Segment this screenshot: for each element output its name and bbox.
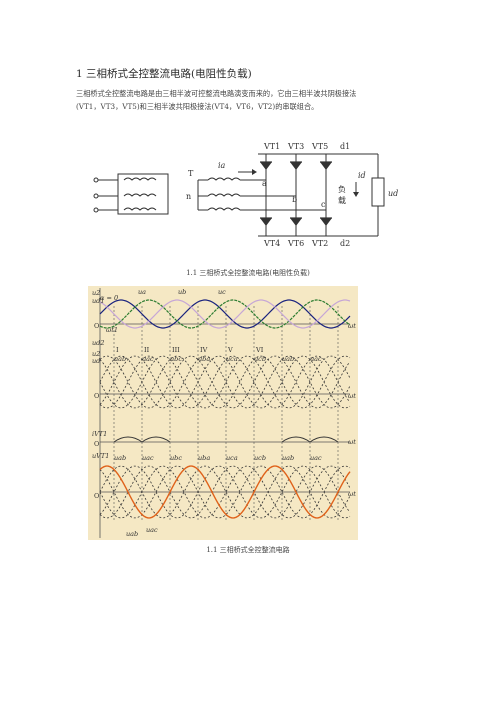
wf-mid-ucb: ucb (254, 454, 266, 462)
label-vt5: VT5 (311, 142, 328, 151)
section-title: 1 三相桥式全控整流电路(电阻性负载) (76, 68, 252, 80)
wf-label-origin-3: O (94, 440, 99, 448)
wf-label-ua: ua (138, 288, 146, 296)
wf-label-uc: uc (218, 288, 226, 296)
figure1-caption: 1.1 三相桥式全控整流电路(电阻性负载) (186, 269, 310, 277)
wave-uvt-1 (99, 465, 351, 519)
wave-ua (99, 299, 351, 329)
wf-mid-uca: uca (226, 454, 238, 462)
wf-label-wt1: ωt1 (106, 326, 118, 334)
wf-bot-uab: uab (126, 530, 138, 538)
label-vt6: VT6 (287, 239, 304, 248)
paragraph-line-1: 三相桥式全控整流电路是由三相半波可控整流电路演变而来的，它由三相半波共阴极接法 (76, 89, 357, 98)
wave-uvt1-orange (99, 465, 351, 519)
wf-label-origin-1: O (94, 322, 99, 330)
wf-top-uac: uac (142, 355, 154, 363)
wf-bot-uac: uac (146, 526, 158, 534)
wave-line-5 (99, 355, 351, 409)
wf-mid-uac2: uac (310, 454, 322, 462)
label-d2: d2 (340, 239, 350, 248)
wf-top-uab: uab (114, 355, 126, 363)
wf-top-ubc: ubc (170, 355, 182, 363)
label-node-b: b (292, 195, 297, 204)
intro-paragraph: 三相桥式全控整流电路是由三相半波可控整流电路演变而来的，它由三相半波共阴极接法 … (76, 87, 428, 113)
rectifier-waveforms: u2 ud1 α = 0 ua ub uc O ωt1 ωt ud2 u2 ud… (88, 286, 358, 540)
label-vt3: VT3 (287, 142, 304, 151)
wf-top-uba: uba (198, 355, 210, 363)
wf-mid-uab2: uab (282, 454, 294, 462)
wf-mid-uac: uac (142, 454, 154, 462)
wf-top-uac2: uac (310, 355, 322, 363)
wave-ivt1-pulse-3 (281, 436, 311, 443)
wf-label-ud: ud (92, 357, 100, 365)
wf-stage-4: IV (200, 346, 208, 354)
wf-label-ud1: ud1 (92, 297, 104, 305)
wave-ivt1-pulse-2 (141, 436, 171, 443)
wf-top-ucb: ucb (254, 355, 266, 363)
wave-uvt-6 (99, 465, 351, 519)
wf-label-origin-4: O (94, 492, 99, 500)
wf-label-wt-1: ωt (348, 322, 356, 330)
wf-top-uca: uca (226, 355, 238, 363)
wf-label-u2b: u2 (92, 350, 100, 358)
wave-ivt1-pulse-4 (309, 436, 339, 443)
label-load-1: 负 (338, 184, 346, 194)
label-load-2: 载 (338, 195, 346, 205)
label-transformer: T (188, 169, 194, 178)
wf-stage-1: I (116, 346, 119, 354)
wave-line-3 (99, 355, 351, 409)
label-node-a: a (262, 179, 267, 188)
wf-label-ub: ub (178, 288, 186, 296)
wave-line-6 (99, 355, 351, 409)
wave-line-1 (99, 355, 351, 409)
wf-label-origin-2: O (94, 392, 99, 400)
wave-ivt1-pulse-1 (113, 436, 143, 443)
wave-uvt-4 (99, 465, 351, 519)
label-vt2: VT2 (311, 239, 328, 248)
wave-ub (99, 299, 351, 329)
wf-mid-uba: uba (198, 454, 210, 462)
wave-uvt-5 (99, 465, 351, 519)
paragraph-line-2: (VT1，VT3，VT5)和三相半波共阳极接法(VT4，VT6，VT2)的串联组… (76, 102, 319, 111)
wf-label-wt-2: ωt (348, 392, 356, 400)
wf-stage-2: II (144, 346, 150, 354)
wf-label-uvt1: uVT1 (92, 452, 109, 460)
label-vt4: VT4 (263, 239, 280, 248)
label-ia: ia (218, 161, 226, 170)
wf-label-ivt1: iVT1 (92, 430, 107, 438)
wave-line-2 (99, 355, 351, 409)
wf-top-uab2: uab (282, 355, 294, 363)
wf-label-u2: u2 (92, 289, 100, 297)
label-d1: d1 (340, 142, 350, 151)
wf-stage-6: VI (255, 346, 264, 354)
wf-label-wt-3: ωt (348, 438, 356, 446)
wf-label-alpha: α = 0 (100, 294, 118, 302)
wf-mid-uab: uab (114, 454, 126, 462)
wf-stage-5: V (227, 346, 233, 354)
figure2-caption: 1.1 三相桥式全控整流电路 (206, 546, 290, 554)
label-node-c: c (321, 200, 326, 209)
label-neutral: n (186, 192, 191, 201)
label-ud: ud (388, 189, 398, 198)
label-vt1: VT1 (263, 142, 280, 151)
bridge-rectifier-circuit: VT1 VT3 VT5 d1 VT4 VT6 VT2 d2 T n ia a b… (93, 142, 398, 248)
wave-line-4 (99, 355, 351, 409)
wave-uc (99, 299, 351, 329)
wf-label-ud2: ud2 (92, 339, 104, 347)
wf-label-wt-4: ωt (348, 490, 356, 498)
label-id: id (358, 171, 366, 180)
wf-stage-3: III (172, 346, 180, 354)
wf-mid-ubc: ubc (170, 454, 182, 462)
